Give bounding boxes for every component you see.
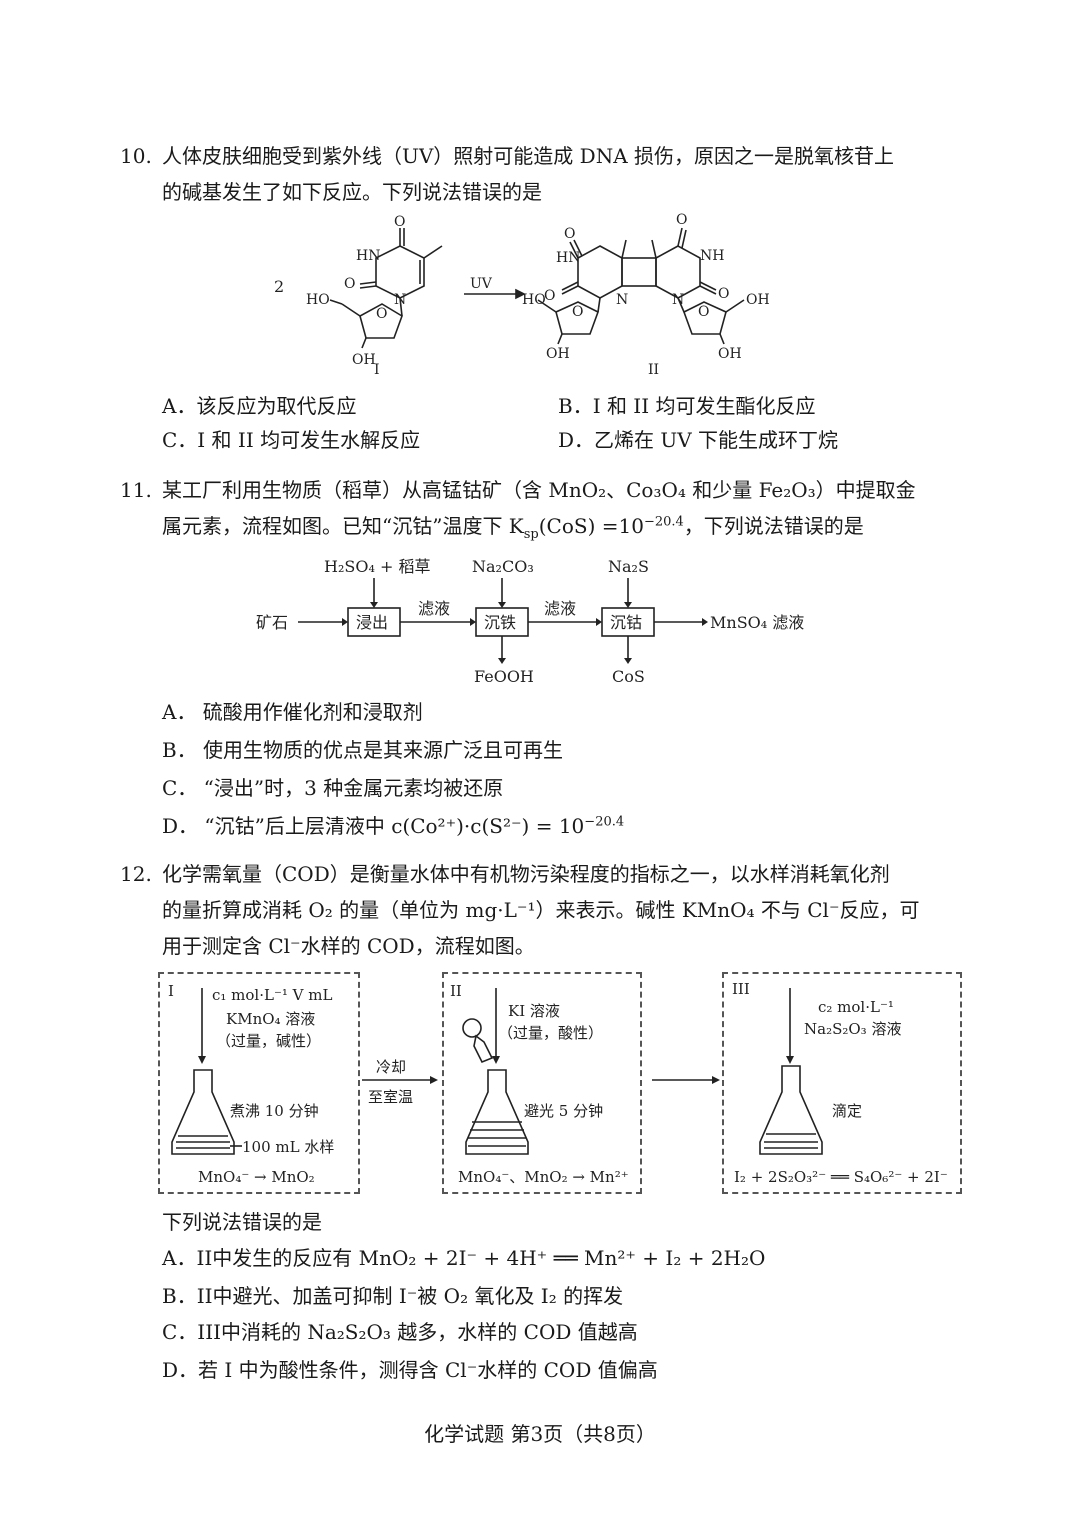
question-ask: 下列说法错误的是 (162, 1210, 322, 1234)
option-c[interactable]: C．III中消耗的 Na₂S₂O₃ 越多，水样的 COD 值越高 (162, 1320, 638, 1344)
question-11: 11. 某工厂利用生物质（稻草）从高锰钴矿（含 MnO₂、Co₃O₄ 和少量 Fe… (120, 472, 970, 544)
atom-label-o: O (344, 276, 355, 292)
arrow-label: 冷却 (376, 1058, 406, 1076)
page-footer: 化学试题 第3页（共8页） (424, 1422, 656, 1446)
step-1-box (158, 972, 360, 1194)
option-d[interactable]: D．乙烯在 UV 下能生成环丁烷 (558, 428, 839, 452)
question-stem-line1: 人体皮肤细胞受到紫外线（UV）照射可能造成 DNA 损伤，原因之一是脱氧核苷上 (162, 144, 894, 168)
reagent-label: H₂SO₄ + 稻草 (324, 557, 430, 576)
atom-label-hn: HN (356, 248, 380, 264)
step-note: 滴定 (832, 1102, 862, 1120)
reagent-label: Na₂S (608, 557, 649, 576)
product-label: MnSO₄ 滤液 (710, 613, 804, 632)
atom-label-n: N (672, 292, 684, 308)
precipitate-label: CoS (612, 667, 645, 686)
question-12: 12. 化学需氧量（COD）是衡量水体中有机物污染程度的指标之一，以水样消耗氧化剂… (120, 856, 970, 964)
atom-label-o: O (676, 212, 687, 228)
step-label: I (168, 982, 174, 1000)
precipitate-label: FeOOH (474, 667, 534, 686)
compound-label-II: II (648, 362, 659, 378)
start-label: 矿石 (256, 613, 288, 632)
volume-label: 100 mL 水样 (242, 1138, 334, 1156)
compound-label-I: I (374, 362, 380, 378)
atom-label-n: N (394, 292, 406, 308)
atom-label-oh: OH (746, 292, 770, 308)
atom-label-o: O (376, 306, 387, 322)
atom-label-o: O (572, 304, 583, 320)
step-label: III (732, 980, 750, 998)
question-stem-line2: 的量折算成消耗 O₂ 的量（单位为 mg·L⁻¹）来表示。碱性 KMnO₄ 不与… (162, 898, 920, 922)
filtrate-label: 滤液 (544, 599, 576, 618)
atom-label-o: O (394, 214, 405, 230)
reagent-label: KI 溶液 (508, 1002, 560, 1020)
option-c[interactable]: C．I 和 II 均可发生水解反应 (162, 428, 421, 452)
question-number: 10. (120, 144, 152, 168)
step-note: 避光 5 分钟 (524, 1102, 603, 1120)
atom-label-hn: HN (556, 250, 580, 266)
reaction-label: MnO₄⁻、MnO₂ → Mn²⁺ (458, 1168, 629, 1186)
atom-label-nh: NH (700, 248, 724, 264)
step-2-box (442, 972, 642, 1194)
option-a[interactable]: A．该反应为取代反应 (162, 394, 357, 418)
reagent-label: KMnO₄ 溶液 (226, 1010, 315, 1028)
option-d[interactable]: D．若 I 中为酸性条件，测得含 Cl⁻水样的 COD 值偏高 (162, 1358, 658, 1382)
atom-label-o: O (718, 286, 729, 302)
step-3-box (722, 972, 962, 1194)
reagent-label: Na₂CO₃ (472, 557, 534, 576)
option-b[interactable]: B．II中避光、加盖可抑制 I⁻被 O₂ 氧化及 I₂ 的挥发 (162, 1284, 624, 1308)
question-stem-line3: 用于测定含 Cl⁻水样的 COD，流程如图。 (162, 934, 535, 958)
reagent-label: （过量，碱性） (216, 1032, 321, 1050)
reagent-label: Na₂S₂O₃ 溶液 (804, 1020, 901, 1038)
atom-label-oh: OH (718, 346, 742, 362)
arrow-label-uv: UV (470, 276, 493, 292)
filtrate-label: 滤液 (418, 599, 450, 618)
atom-label-o: O (564, 226, 575, 242)
atom-label-ho: HO (522, 292, 546, 308)
option-a[interactable]: A． 硫酸用作催化剂和浸取剂 (162, 700, 423, 724)
stoich-coefficient: 2 (274, 277, 284, 296)
reagent-label: （过量，酸性） (498, 1024, 603, 1042)
question-stem-line2: 属元素，流程如图。已知“沉钴”温度下 Ksp(CoS) =10−20.4，下列说… (162, 514, 864, 542)
process-box-label: 沉钴 (610, 613, 642, 632)
process-flowchart: H₂SO₄ + 稻草 Na₂CO₃ Na₂S 矿石 浸出 沉铁 沉钴 滤液 滤液… (256, 557, 804, 686)
option-b[interactable]: B． 使用生物质的优点是其来源广泛且可再生 (162, 738, 564, 762)
atom-label-o: O (698, 304, 709, 320)
option-c[interactable]: C． “浸出”时，3 种金属元素均被还原 (162, 776, 504, 800)
process-box-label: 沉铁 (484, 613, 516, 632)
arrow-label: 至室温 (368, 1088, 413, 1106)
cod-flowchart: I c₁ mol·L⁻¹ V mL KMnO₄ 溶液 （过量，碱性） 煮沸 10… (168, 980, 948, 1186)
question-10: 10. 人体皮肤细胞受到紫外线（UV）照射可能造成 DNA 损伤，原因之一是脱氧核… (120, 138, 970, 210)
option-d[interactable]: D． “沉钴”后上层清液中 c(Co²⁺)·c(S²⁻) = 10−20.4 (162, 814, 625, 838)
atom-label-oh: OH (352, 352, 376, 368)
atom-label-ho: HO (306, 292, 330, 308)
reagent-label: c₂ mol·L⁻¹ (818, 998, 894, 1016)
atom-label-o: O (544, 288, 555, 304)
question-stem-line1: 化学需氧量（COD）是衡量水体中有机物污染程度的指标之一，以水样消耗氧化剂 (162, 862, 890, 886)
process-box-label: 浸出 (356, 613, 388, 632)
option-a[interactable]: A．II中发生的反应有 MnO₂ + 2I⁻ + 4H⁺ ══ Mn²⁺ + I… (162, 1246, 766, 1270)
question-number: 11. (120, 478, 152, 502)
step-note: 煮沸 10 分钟 (230, 1102, 319, 1120)
reaction-label: MnO₄⁻ → MnO₂ (198, 1168, 315, 1186)
reaction-label: I₂ + 2S₂O₃²⁻ ══ S₄O₆²⁻ + 2I⁻ (734, 1168, 948, 1186)
reaction-scheme: 2 O HN O N HO O OH I UV O HN O N O NH O … (274, 212, 770, 378)
question-stem-line1: 某工厂利用生物质（稻草）从高锰钴矿（含 MnO₂、Co₃O₄ 和少量 Fe₂O₃… (162, 478, 916, 502)
step-label: II (450, 982, 462, 1000)
option-b[interactable]: B．I 和 II 均可发生酯化反应 (558, 394, 816, 418)
reagent-label: c₁ mol·L⁻¹ V mL (212, 986, 332, 1004)
question-stem-line2: 的碱基发生了如下反应。下列说法错误的是 (162, 180, 542, 204)
question-number: 12. (120, 862, 152, 886)
atom-label-oh: OH (546, 346, 570, 362)
atom-label-n: N (616, 292, 628, 308)
